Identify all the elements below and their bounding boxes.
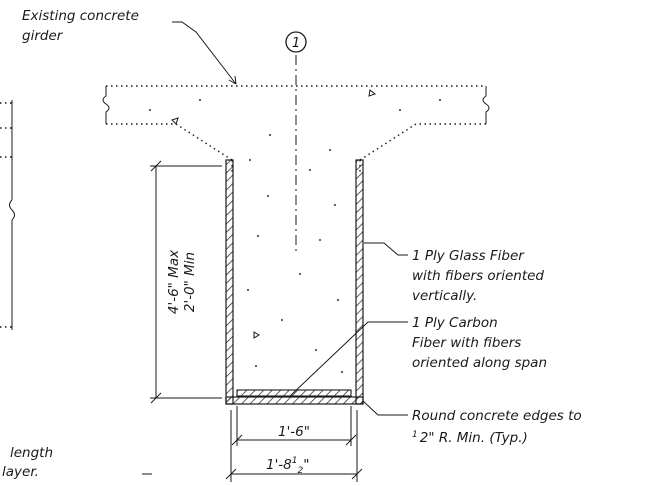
section-marker-label: 1 xyxy=(292,35,301,51)
outer-width-label: 1'-812" xyxy=(266,456,309,476)
left-note-partial-line2: layer. xyxy=(2,464,39,480)
left-note-partial-line1: length xyxy=(10,445,53,461)
left-partial-elevation xyxy=(0,100,15,330)
height-min-label: 2'-0" Min xyxy=(182,252,198,312)
glass-note-line1: 1 Ply Glass Fiber xyxy=(412,248,525,264)
girder-note-line1: Existing concrete xyxy=(22,8,139,24)
section-marker: 1 xyxy=(285,31,307,53)
carbon-note-line3: oriented along span xyxy=(412,355,547,371)
concrete-texture xyxy=(149,89,441,373)
inner-width-label: 1'-6" xyxy=(278,424,310,440)
leader-lines xyxy=(142,21,408,475)
height-max-label: 4'-6" Max xyxy=(166,249,182,314)
carbon-note-line1: 1 Ply Carbon xyxy=(412,315,498,331)
edges-note-line1: Round concrete edges to xyxy=(412,408,582,424)
girder-note-line2: girder xyxy=(22,28,64,44)
width-dimensions: 1'-6" 1'-812" xyxy=(225,406,363,482)
carbon-fiber-ply xyxy=(236,389,352,397)
existing-girder-outline xyxy=(102,85,490,172)
glass-note-line2: with fibers oriented xyxy=(412,268,544,284)
height-dimension: 4'-6" Max 2'-0" Min xyxy=(150,160,222,404)
carbon-note-line2: Fiber with fibers xyxy=(412,335,521,351)
annotations: Existing concrete girder 1 Ply Glass Fib… xyxy=(2,8,582,480)
glass-fiber-wrap xyxy=(225,159,364,405)
glass-note-line3: vertically. xyxy=(412,288,477,304)
